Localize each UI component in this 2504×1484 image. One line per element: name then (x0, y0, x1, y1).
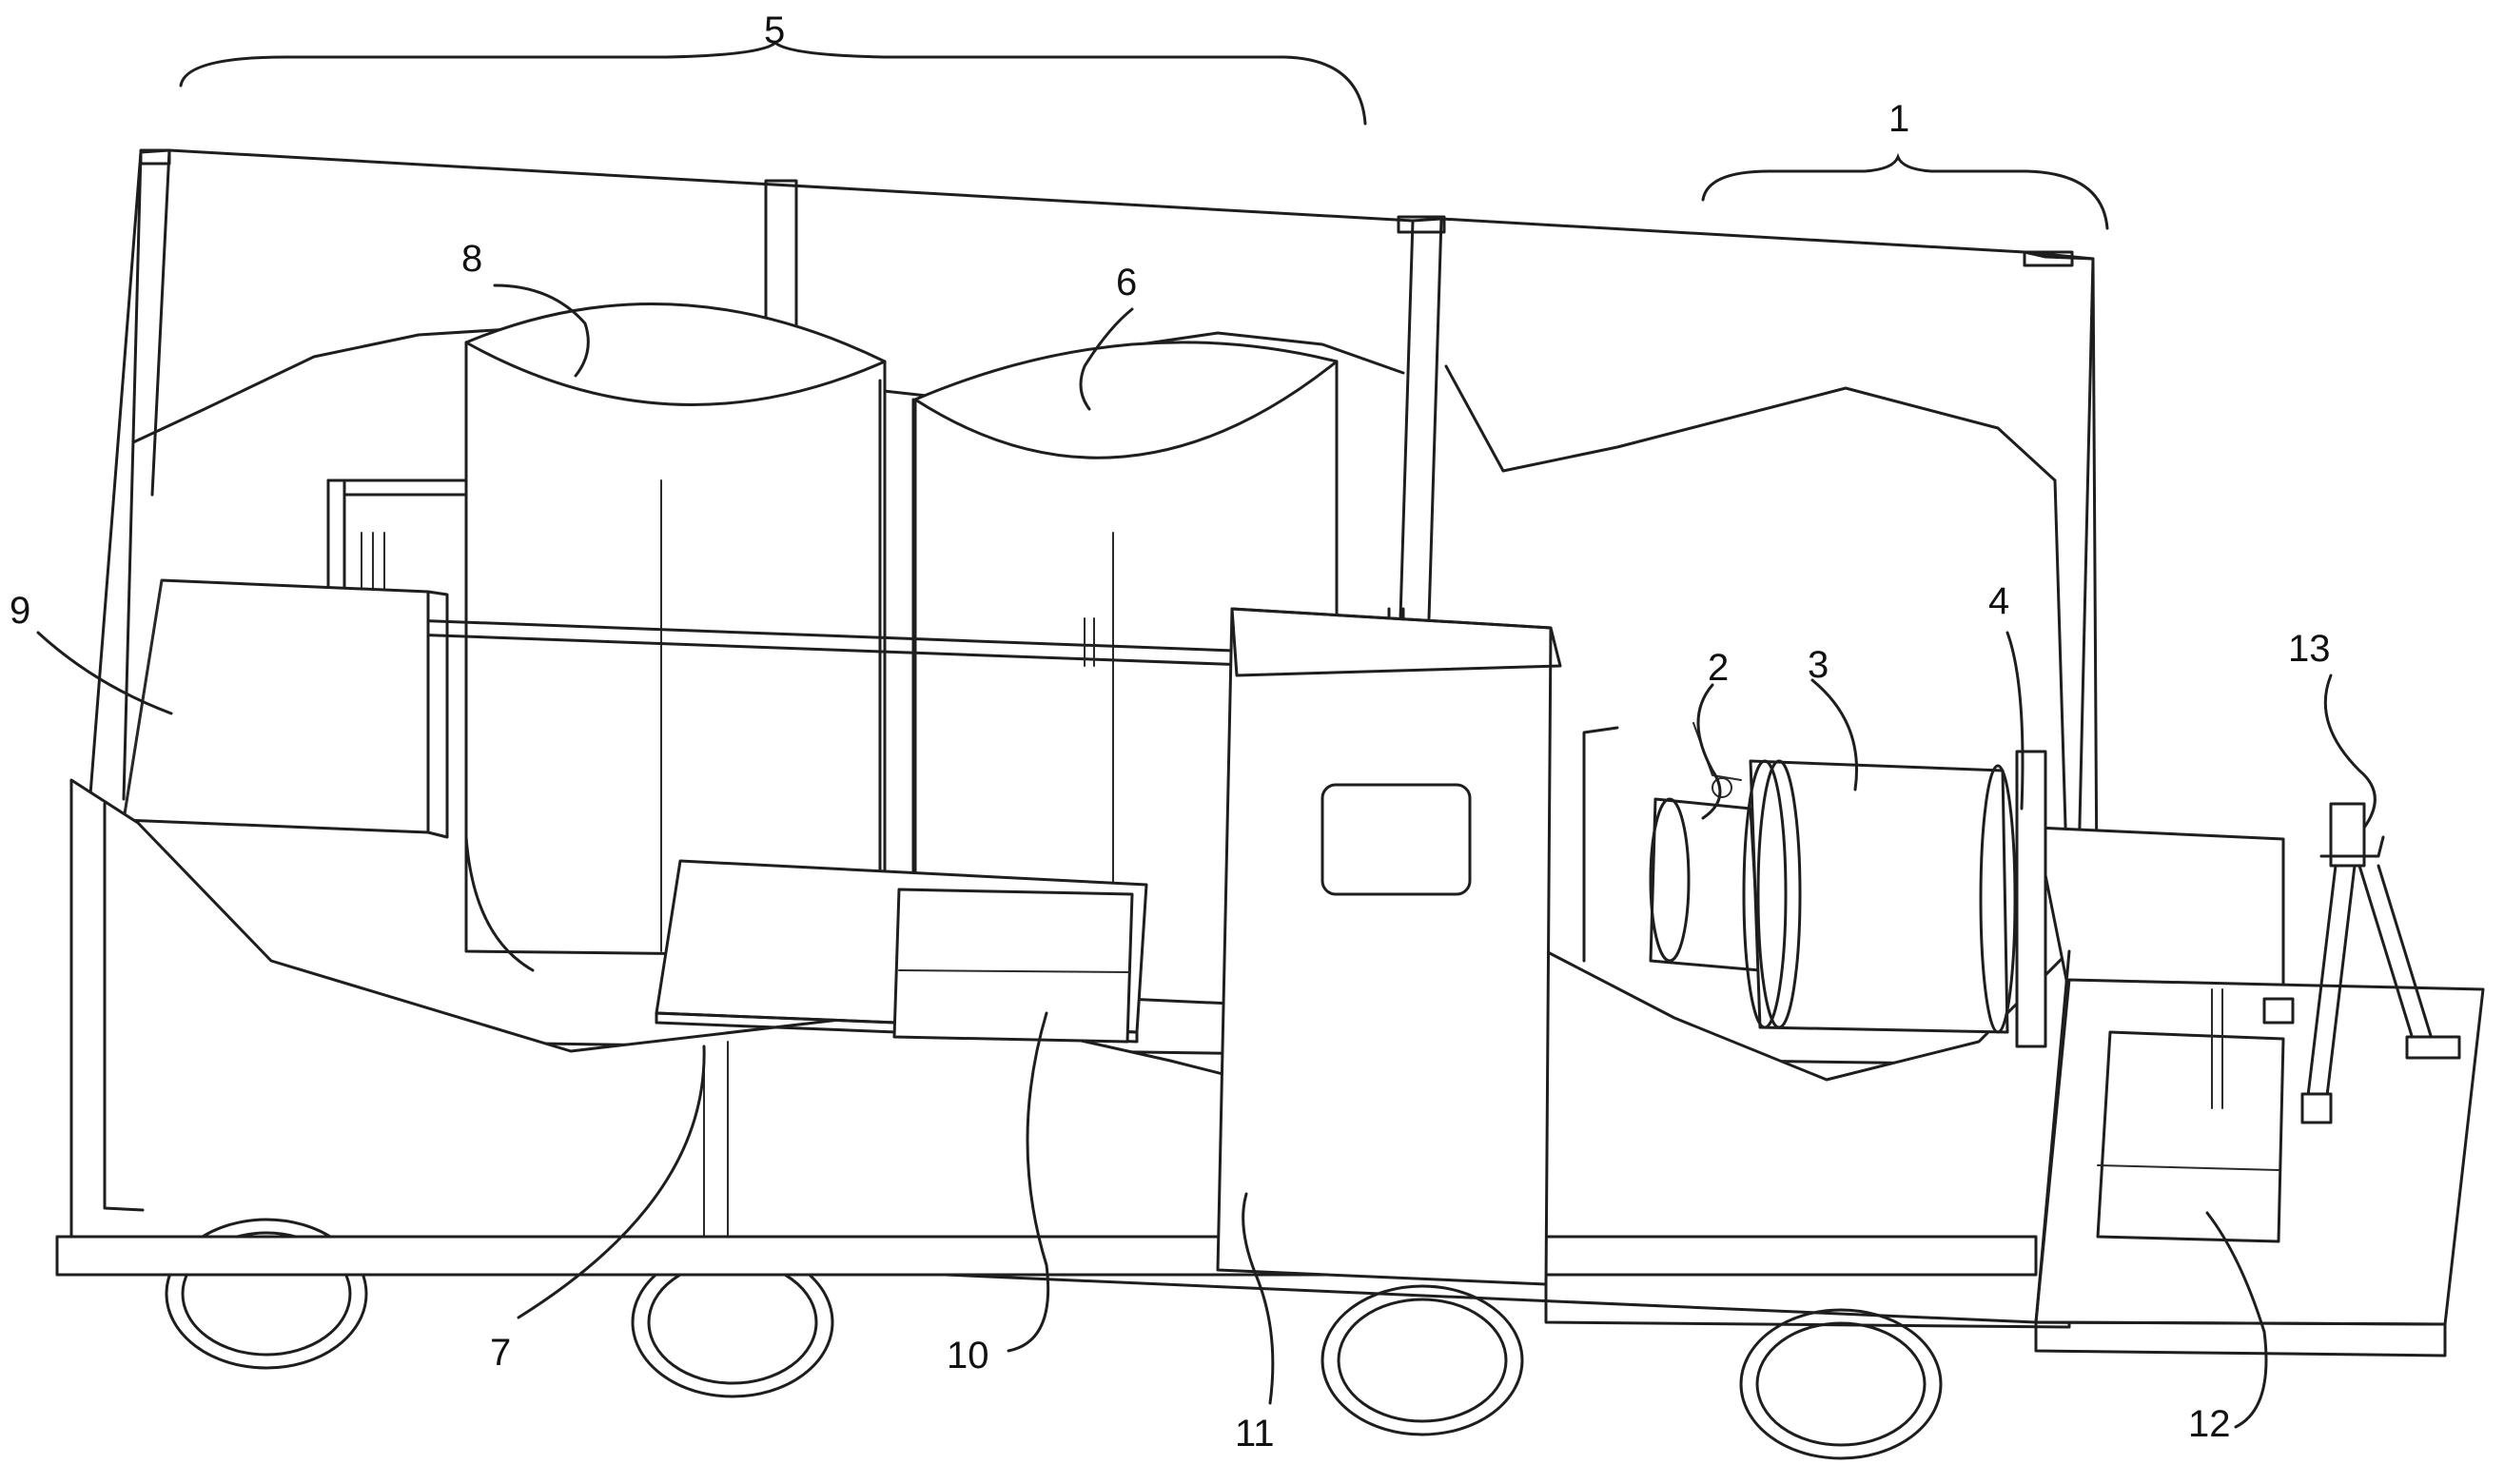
label-7: 7 (490, 1332, 511, 1374)
callout-labels: 1 2 3 4 5 6 7 8 9 10 11 12 13 (10, 10, 2331, 1455)
label-12: 12 (2188, 1403, 2231, 1445)
box-10 (892, 888, 1134, 1044)
wheels (55, 1218, 2038, 1460)
brace-1 (1701, 152, 2109, 230)
brace-5 (179, 41, 1367, 126)
label-5: 5 (764, 10, 785, 51)
label-11: 11 (1235, 1413, 1275, 1455)
label-3: 3 (1808, 644, 1829, 686)
label-9: 9 (10, 590, 30, 632)
box-12 (2096, 988, 2285, 1243)
label-2: 2 (1708, 647, 1729, 689)
motor-assembly (1582, 722, 2047, 1048)
cabinet-11 (1216, 607, 1562, 1286)
label-10: 10 (947, 1335, 989, 1377)
label-1: 1 (1888, 98, 1909, 140)
box-9 (122, 578, 449, 839)
label-6: 6 (1116, 262, 1137, 303)
stand-13 (2262, 802, 2461, 1124)
leader-lines (36, 283, 2377, 1429)
label-13: 13 (2288, 628, 2331, 670)
label-4: 4 (1988, 580, 2009, 622)
label-8: 8 (461, 238, 482, 280)
